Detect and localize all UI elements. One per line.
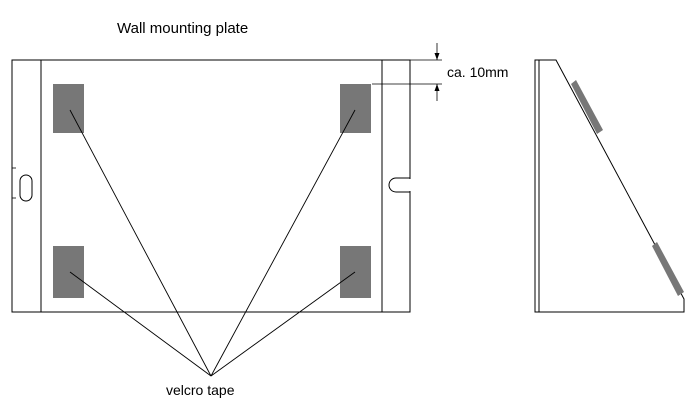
- dimension-label: ca. 10mm: [447, 64, 508, 80]
- leader-bottom-right: [210, 271, 356, 377]
- side-velcro-top: [571, 80, 603, 134]
- velcro-pad-bottom-right: [340, 246, 371, 298]
- dim-arrow-top: [434, 53, 440, 60]
- callout-label: velcro tape: [166, 382, 235, 398]
- side-velcro-bottom: [652, 242, 684, 296]
- velcro-pad-top-right: [340, 84, 371, 133]
- velcro-pad-top-left: [53, 84, 84, 133]
- dim-arrow-bottom: [434, 84, 440, 91]
- velcro-leaders: [69, 109, 356, 377]
- velcro-pad-bottom-left: [53, 246, 84, 298]
- side-outline: [534, 59, 685, 313]
- left-mounting-slot: [19, 174, 33, 202]
- dimension-indicator: ca. 10mm: [372, 43, 508, 101]
- leader-top-left: [69, 109, 212, 377]
- plate-side-view: [534, 59, 685, 313]
- diagram-title: Wall mounting plate: [117, 20, 248, 37]
- right-notch: [388, 177, 410, 193]
- plate-front-view: [11, 59, 411, 313]
- leader-bottom-left: [69, 271, 212, 377]
- leader-top-right: [210, 109, 356, 377]
